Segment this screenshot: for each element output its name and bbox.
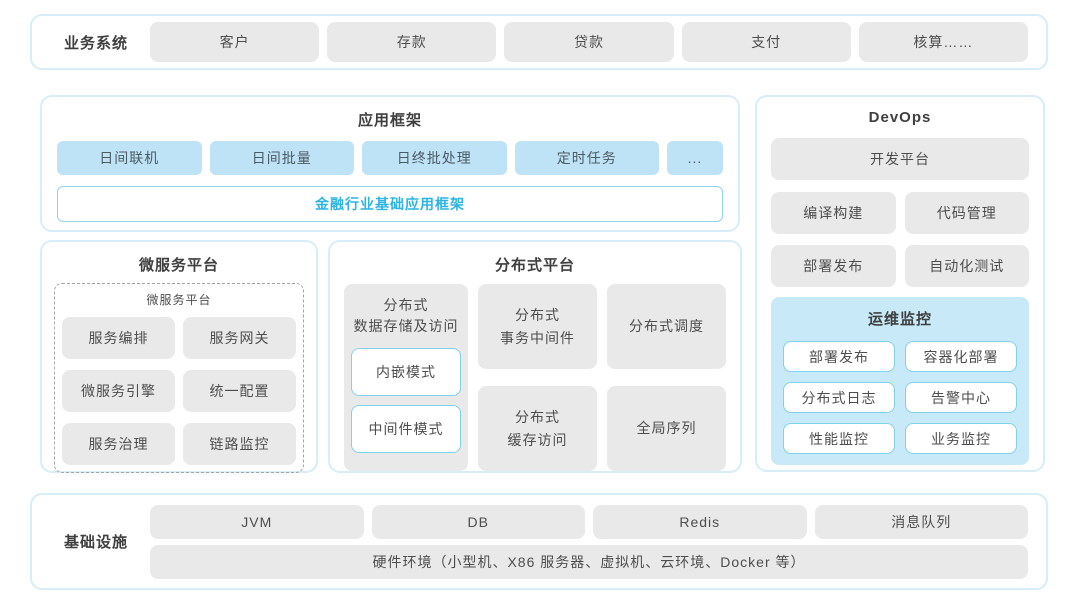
tool-deploy-release: 部署发布: [771, 245, 896, 287]
module-eod-batch: 日终批处理: [362, 141, 507, 175]
distributed-data-storage-label: 分布式 数据存储及访问: [353, 297, 459, 334]
ops-alert-center: 告警中心: [905, 382, 1017, 413]
ms-unified-config: 统一配置: [183, 370, 296, 412]
infra-redis: Redis: [593, 504, 807, 539]
ops-business-monitoring: 业务监控: [905, 423, 1017, 454]
distributed-scheduling: 分布式调度: [607, 284, 726, 369]
business-item-deposit: 存款: [327, 22, 497, 62]
hardware-environment-box: 硬件环境（小型机、X86 服务器、虚拟机、云环境、Docker 等）: [150, 544, 1028, 579]
tool-automated-testing: 自动化测试: [904, 245, 1029, 287]
middleware-mode-box: 中间件模式: [351, 405, 461, 453]
global-sequence: 全局序列: [607, 386, 726, 471]
app-framework-title: 应用框架: [357, 112, 422, 129]
ops-monitoring-grid: 部署发布 容器化部署 分布式日志 告警中心 性能监控 业务监控: [783, 341, 1017, 454]
ms-service-gateway: 服务网关: [183, 317, 296, 359]
ms-trace-monitoring: 链路监控: [183, 423, 296, 465]
module-scheduled-tasks: 定时任务: [514, 141, 659, 175]
infrastructure-label: 基础设施: [63, 534, 128, 551]
ops-monitoring-title: 运维监控: [867, 311, 932, 328]
tool-code-management: 代码管理: [904, 192, 1029, 234]
embedded-mode-box: 内嵌模式: [351, 348, 461, 396]
business-item-loan: 贷款: [504, 22, 674, 62]
devops-title: DevOps: [868, 109, 932, 126]
microservice-grid: 服务编排 服务网关 微服务引擎 统一配置 服务治理 链路监控: [62, 317, 296, 465]
finance-base-framework: 金融行业基础应用框架: [57, 186, 723, 222]
devops-tools-grid: 编译构建 代码管理 部署发布 自动化测试: [771, 192, 1029, 287]
business-item-payment: 支付: [681, 22, 851, 62]
microservice-platform-title: 微服务平台: [138, 257, 219, 274]
ms-service-governance: 服务治理: [62, 423, 175, 465]
module-more-ellipsis: ...: [667, 141, 723, 175]
module-daytime-batch: 日间批量: [209, 141, 354, 175]
distributed-platform-title: 分布式平台: [494, 257, 575, 274]
distributed-cache-access: 分布式 缓存访问: [478, 386, 597, 471]
ops-container-deploy: 容器化部署: [905, 341, 1017, 372]
infrastructure-content: JVM DB Redis 消息队列 硬件环境（小型机、X86 服务器、虚拟机、云…: [150, 504, 1028, 579]
business-systems-label: 业务系统: [63, 34, 128, 52]
distributed-middle-column: 分布式 事务中间件 分布式 缓存访问: [478, 284, 597, 471]
app-framework-modules: 日间联机 日间批量 日终批处理 定时任务 ...: [57, 141, 723, 175]
business-item-customer: 客户: [150, 22, 320, 62]
app-framework-section: 应用框架 日间联机 日间批量 日终批处理 定时任务 ... 金融行业基础应用框架: [40, 95, 740, 232]
ms-service-orchestration: 服务编排: [62, 317, 175, 359]
distributed-content: 分布式 数据存储及访问 内嵌模式 中间件模式 分布式 事务中间件 分布式 缓存访…: [344, 284, 726, 471]
infrastructure-row: JVM DB Redis 消息队列: [150, 504, 1028, 539]
distributed-transaction-middleware: 分布式 事务中间件: [478, 284, 597, 369]
infra-db: DB: [371, 504, 585, 539]
devops-section: DevOps 开发平台 编译构建 代码管理 部署发布 自动化测试 运维监控 部署…: [755, 95, 1045, 472]
infra-jvm: JVM: [150, 504, 364, 539]
infrastructure-layer: 基础设施 JVM DB Redis 消息队列 硬件环境（小型机、X86 服务器、…: [30, 493, 1048, 590]
ops-distributed-logs: 分布式日志: [783, 382, 895, 413]
microservice-platform-section: 微服务平台 微服务平台 服务编排 服务网关 微服务引擎 统一配置 服务治理 链路…: [40, 240, 318, 473]
ms-microservice-engine: 微服务引擎: [62, 370, 175, 412]
distributed-right-column: 分布式调度 全局序列: [607, 284, 726, 471]
tool-compile-build: 编译构建: [771, 192, 896, 234]
microservice-dashed-box: 微服务平台 服务编排 服务网关 微服务引擎 统一配置 服务治理 链路监控: [54, 283, 304, 473]
dev-platform-box: 开发平台: [771, 138, 1029, 180]
infra-message-queue: 消息队列: [814, 504, 1028, 539]
ops-performance-monitoring: 性能监控: [783, 423, 895, 454]
ops-monitoring-panel: 运维监控 部署发布 容器化部署 分布式日志 告警中心 性能监控 业务监控: [771, 297, 1029, 465]
ops-deploy-release: 部署发布: [783, 341, 895, 372]
business-item-accounting: 核算……: [858, 22, 1029, 62]
distributed-data-storage-box: 分布式 数据存储及访问 内嵌模式 中间件模式: [344, 284, 468, 471]
distributed-platform-section: 分布式平台 分布式 数据存储及访问 内嵌模式 中间件模式 分布式 事务中间件 分…: [328, 240, 742, 473]
business-systems-layer: 业务系统 客户 存款 贷款 支付 核算……: [30, 14, 1048, 70]
microservice-inner-label: 微服务平台: [146, 293, 212, 307]
module-daytime-online: 日间联机: [57, 141, 202, 175]
